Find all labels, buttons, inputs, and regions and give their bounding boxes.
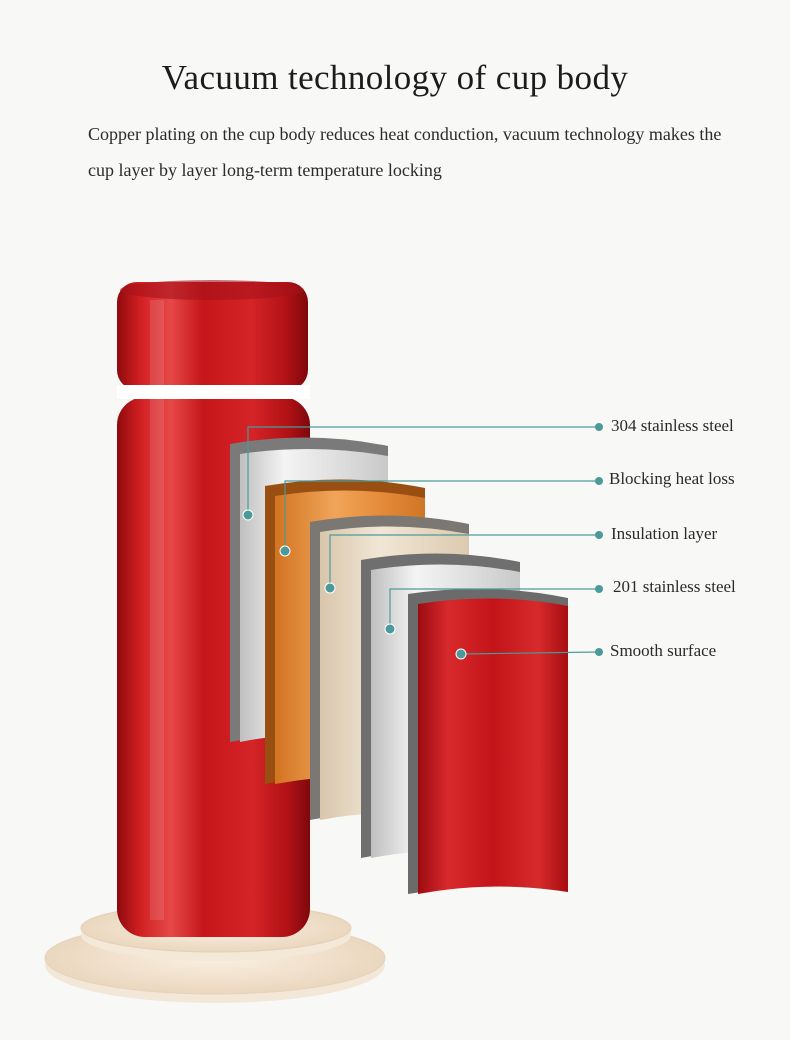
layer-label-insulation: Insulation layer (611, 524, 718, 543)
callout-insulation (324, 531, 603, 594)
callout-blocking (279, 477, 603, 557)
layer-pointer-dot-icon (455, 648, 467, 660)
layer-pointer-dot-icon (384, 623, 396, 635)
layer-label-blocking: Blocking heat loss (609, 469, 735, 488)
callout-201-steel (384, 585, 603, 635)
page-title: Vacuum technology of cup body (161, 58, 629, 97)
layer-pointer-dot-icon (324, 582, 336, 594)
layer-pointer-dot-icon (242, 509, 254, 521)
callout-304-steel (242, 423, 603, 521)
layer-panel-smooth (408, 588, 568, 894)
callout-smooth (455, 648, 603, 660)
page-description: Copper plating on the cup body reduces h… (88, 124, 722, 180)
layer-label-smooth: Smooth surface (610, 641, 717, 660)
layer-label-201-steel: 201 stainless steel (613, 577, 736, 596)
layer-pointer-dot-icon (279, 545, 291, 557)
layer-label-304-steel: 304 stainless steel (611, 416, 734, 435)
